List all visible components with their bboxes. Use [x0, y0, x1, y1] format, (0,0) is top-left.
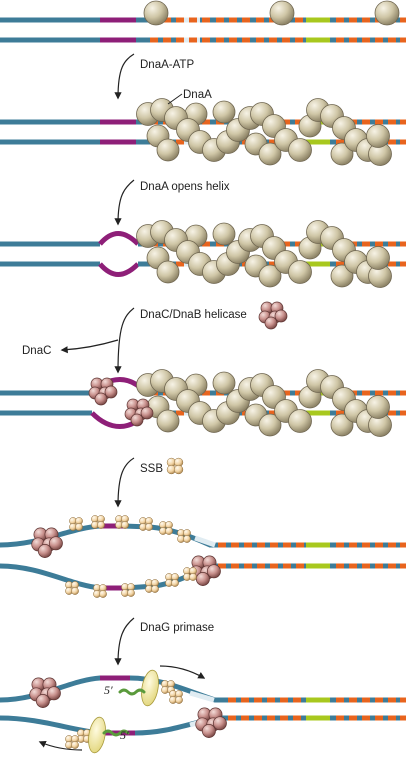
helicase-subunit — [130, 413, 144, 427]
dnaa-protein — [288, 260, 312, 284]
step-arrow-1 — [114, 53, 135, 100]
protein-layer — [29, 0, 400, 754]
ssb-subunit — [71, 741, 79, 749]
ssb-subunit — [171, 579, 179, 587]
dna-strand-bottom — [0, 563, 125, 591]
dnaa-pointer-line — [167, 93, 183, 105]
helicase-subunit — [35, 694, 50, 708]
ssb-subunit — [71, 587, 79, 595]
helicase-subunit — [206, 564, 221, 579]
step-label-dnaa-atp: DnaA-ATP — [140, 59, 194, 71]
dnaa-protein — [143, 0, 169, 26]
label-layer: DnaA-ATP DnaA DnaA opens helix DnaC/DnaB… — [22, 59, 247, 742]
dnaa-protein — [330, 264, 354, 288]
dnaa-protein — [366, 395, 390, 419]
dnaa-protein — [374, 0, 400, 26]
primase-top — [141, 669, 159, 707]
helicase-subunit — [212, 716, 227, 731]
ssb-subunit — [165, 527, 173, 535]
dnaa-protein — [269, 0, 295, 26]
step-label-dnac-dnab-helicase: DnaC/DnaB helicase — [140, 309, 247, 321]
melted-oric-region — [98, 262, 140, 277]
helicase-subunit — [94, 392, 108, 406]
rna-primer-top — [118, 688, 146, 696]
dnaa-protein — [156, 409, 180, 433]
step-arrow-4 — [114, 457, 135, 508]
ssb-subunit — [151, 585, 159, 593]
rna-primer-bottom — [102, 729, 130, 737]
helicase-subunit — [274, 309, 288, 323]
helicase-subunit — [140, 406, 154, 420]
ssb-subunit — [174, 465, 184, 475]
ssb-subunit — [75, 523, 83, 531]
dnaa-protein — [330, 413, 354, 437]
ssb-subunit — [121, 521, 129, 529]
at-rich-region — [189, 690, 215, 703]
helicase-subunit — [104, 385, 118, 399]
dnaa-protein — [330, 142, 354, 166]
dnaa-protein — [212, 100, 236, 124]
dnaa-protein — [156, 260, 180, 284]
dnaa-protein — [288, 138, 312, 162]
step-label-dnaa-opens-helix: DnaA opens helix — [140, 181, 230, 193]
dnaa-protein — [258, 264, 282, 288]
dnaa-protein-label: DnaA — [183, 89, 212, 101]
dnaa-protein — [212, 371, 236, 395]
ssb-subunit — [127, 589, 135, 597]
dnaa-protein — [288, 409, 312, 433]
dnaa-protein — [366, 124, 390, 148]
arrow-layer — [38, 53, 206, 751]
helicase-subunit — [48, 536, 63, 551]
dnaa-protein — [258, 142, 282, 166]
helicase-subunit — [46, 686, 61, 701]
helicase-subunit — [37, 544, 52, 558]
dnaa-protein — [156, 138, 180, 162]
ssb-subunit — [99, 590, 107, 598]
dnaa-protein — [366, 246, 390, 270]
fork-direction-arrow-right — [159, 665, 206, 679]
at-rich-region — [194, 535, 216, 548]
ssb-subunit — [189, 573, 197, 581]
step-label-dnag-primase: DnaG primase — [140, 622, 214, 634]
helicase-subunit — [201, 724, 216, 738]
primer-5prime-label-bottom: 5′ — [120, 728, 129, 742]
step-arrow-3 — [114, 307, 135, 374]
helicase-subunit — [195, 572, 210, 586]
fork-direction-arrow-left — [38, 740, 83, 751]
ssb-subunit — [183, 535, 191, 543]
dnac-release-arrow — [60, 339, 119, 354]
ssb-subunit — [97, 521, 105, 529]
dnaa-protein — [258, 413, 282, 437]
melted-oric-region — [98, 231, 140, 246]
ssb-subunit — [145, 523, 153, 531]
step-arrow-5 — [114, 617, 135, 666]
primer-5prime-label-top: 5′ — [104, 683, 113, 697]
step-arrow-2 — [114, 179, 135, 226]
step-label-ssb: SSB — [140, 463, 163, 475]
dnaa-protein — [212, 222, 236, 246]
helicase-subunit — [264, 316, 278, 330]
dnac-release-label: DnaC — [22, 345, 51, 357]
primase-bottom — [88, 716, 106, 754]
ssb-subunit — [175, 696, 183, 704]
